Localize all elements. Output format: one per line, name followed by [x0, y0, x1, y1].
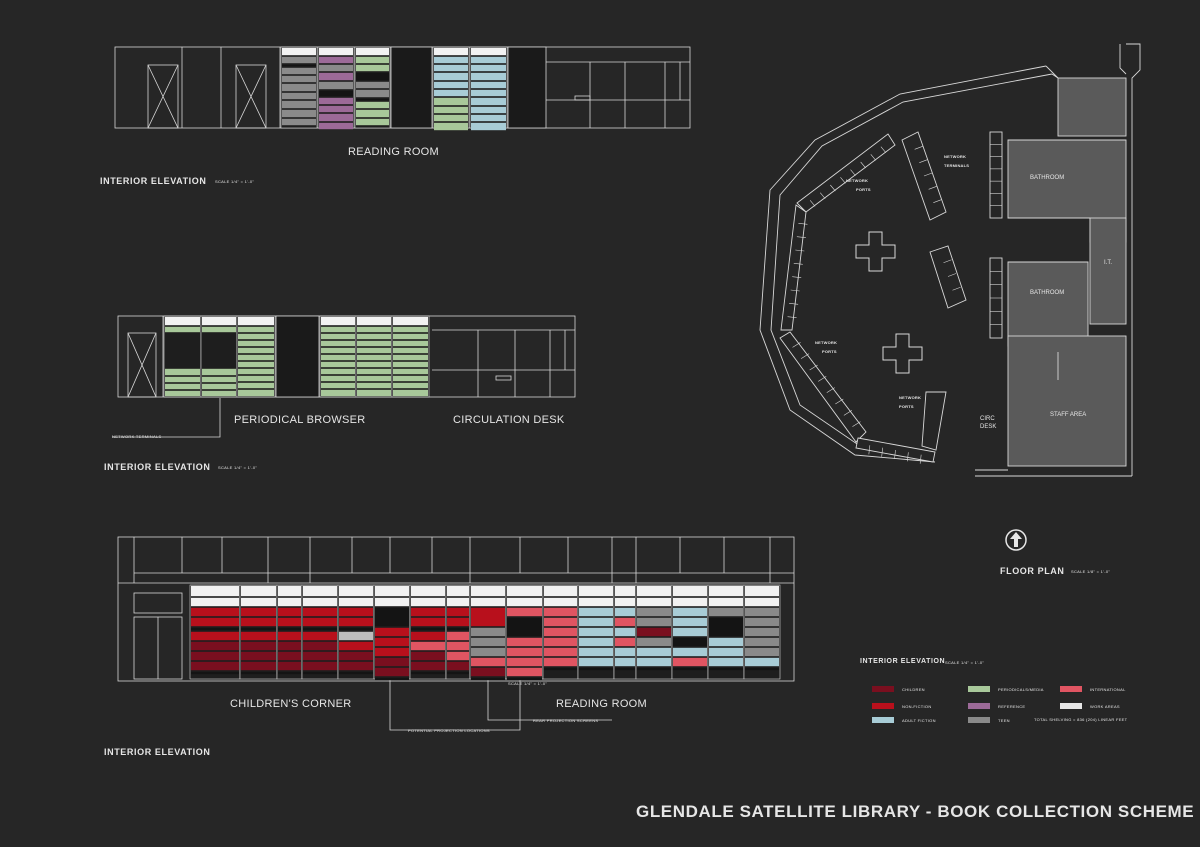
legend-swatch: [968, 717, 990, 723]
legend-label: TEEN: [998, 718, 1010, 723]
children-elevation: [117, 536, 795, 731]
legend-label: REFERENCE: [998, 704, 1026, 709]
network-ports-note-c1: NETWORK: [899, 395, 922, 400]
legend-swatch: [872, 686, 894, 692]
network-ports-note-c2: PORTS: [899, 404, 914, 409]
network-terminals-note-1: NETWORK: [944, 154, 967, 159]
circulation-desk-label: CIRCULATION DESK: [453, 414, 565, 426]
legend-swatch: [872, 703, 894, 709]
circ-desk-label-2: DESK: [980, 424, 997, 430]
network-ports-note-b2: PORTS: [822, 349, 837, 354]
legend-label: PERIODICALS/MEDIA: [998, 687, 1044, 692]
legend-scale: SCALE 1/4" = 1'-0": [945, 660, 985, 665]
legend-swatch: [872, 717, 894, 723]
north-arrow-icon: [1005, 529, 1027, 551]
children-shelving: [189, 584, 781, 681]
floor-plan: [759, 43, 1141, 477]
sheet-title: GLENDALE SATELLITE LIBRARY - BOOK COLLEC…: [636, 802, 1195, 821]
elevation-scale-3: SCALE 1/4" = 1'-0": [508, 681, 548, 686]
staff-area-label: STAFF AREA: [1050, 412, 1087, 418]
elevation-heading-2: INTERIOR ELEVATION: [104, 462, 211, 472]
network-ports-note-a2: PORTS: [856, 187, 871, 192]
elevation-heading-1: INTERIOR ELEVATION: [100, 176, 207, 186]
network-ports-note-a1: NETWORK: [846, 178, 869, 183]
it-room-label: I.T.: [1104, 260, 1113, 266]
elevation-scale-2: SCALE 1/4" = 1'-0": [218, 465, 258, 470]
periodical-shelving: [163, 315, 430, 398]
room-bathroom-2: [1007, 261, 1089, 347]
rear-screens-callout: REAR PROJECTION SCREENS: [533, 718, 599, 723]
reading-room-shelving: [280, 46, 508, 131]
legend-label: ADULT FICTION: [902, 718, 936, 723]
legend-swatch: [1060, 703, 1082, 709]
legend-label: NON-FICTION: [902, 704, 932, 709]
legend-label: WORK AREAS: [1090, 704, 1120, 709]
legend-label: INTERNATIONAL: [1090, 687, 1126, 692]
legend-note: TOTAL SHELVING = 836 (204) LINEAR FEET: [1034, 717, 1128, 722]
network-terminals-note-2: TERMINALS: [944, 163, 970, 168]
elevation-heading-3: INTERIOR ELEVATION: [104, 747, 211, 757]
bathroom-1-label: BATHROOM: [1030, 175, 1065, 181]
childrens-corner-label: CHILDREN'S CORNER: [230, 698, 352, 710]
floor-plan-scale: SCALE 1/8" = 1'-0": [1071, 569, 1111, 574]
legend-swatch: [968, 686, 990, 692]
bathroom-2-label: BATHROOM: [1030, 290, 1065, 296]
room-staff: [1007, 335, 1127, 467]
legend-heading: INTERIOR ELEVATION: [860, 658, 946, 665]
network-ports-note-b1: NETWORK: [815, 340, 838, 345]
network-terminals-callout: NETWORK TERMINALS: [112, 434, 162, 439]
periodical-browser-label: PERIODICAL BROWSER: [234, 414, 366, 426]
projection-callout: POTENTIAL PROJECTION LOCATIONS: [408, 728, 490, 733]
room-it: [1089, 217, 1127, 325]
legend-swatch: [1060, 686, 1082, 692]
floor-plan-heading: FLOOR PLAN: [1000, 566, 1065, 576]
floor-plan-shelf-ticks: [787, 143, 1002, 464]
reading-room-label: READING ROOM: [348, 146, 439, 158]
reading-room-label-2: READING ROOM: [556, 698, 647, 710]
elevation-scale-1: SCALE 1/4" = 1'-0": [215, 179, 255, 184]
circ-desk-label-1: CIRC: [980, 416, 995, 422]
room-storage: [1057, 77, 1127, 137]
legend-swatch: [968, 703, 990, 709]
legend-label: CHILDREN: [902, 687, 925, 692]
reading-room-elevation: [114, 46, 691, 129]
